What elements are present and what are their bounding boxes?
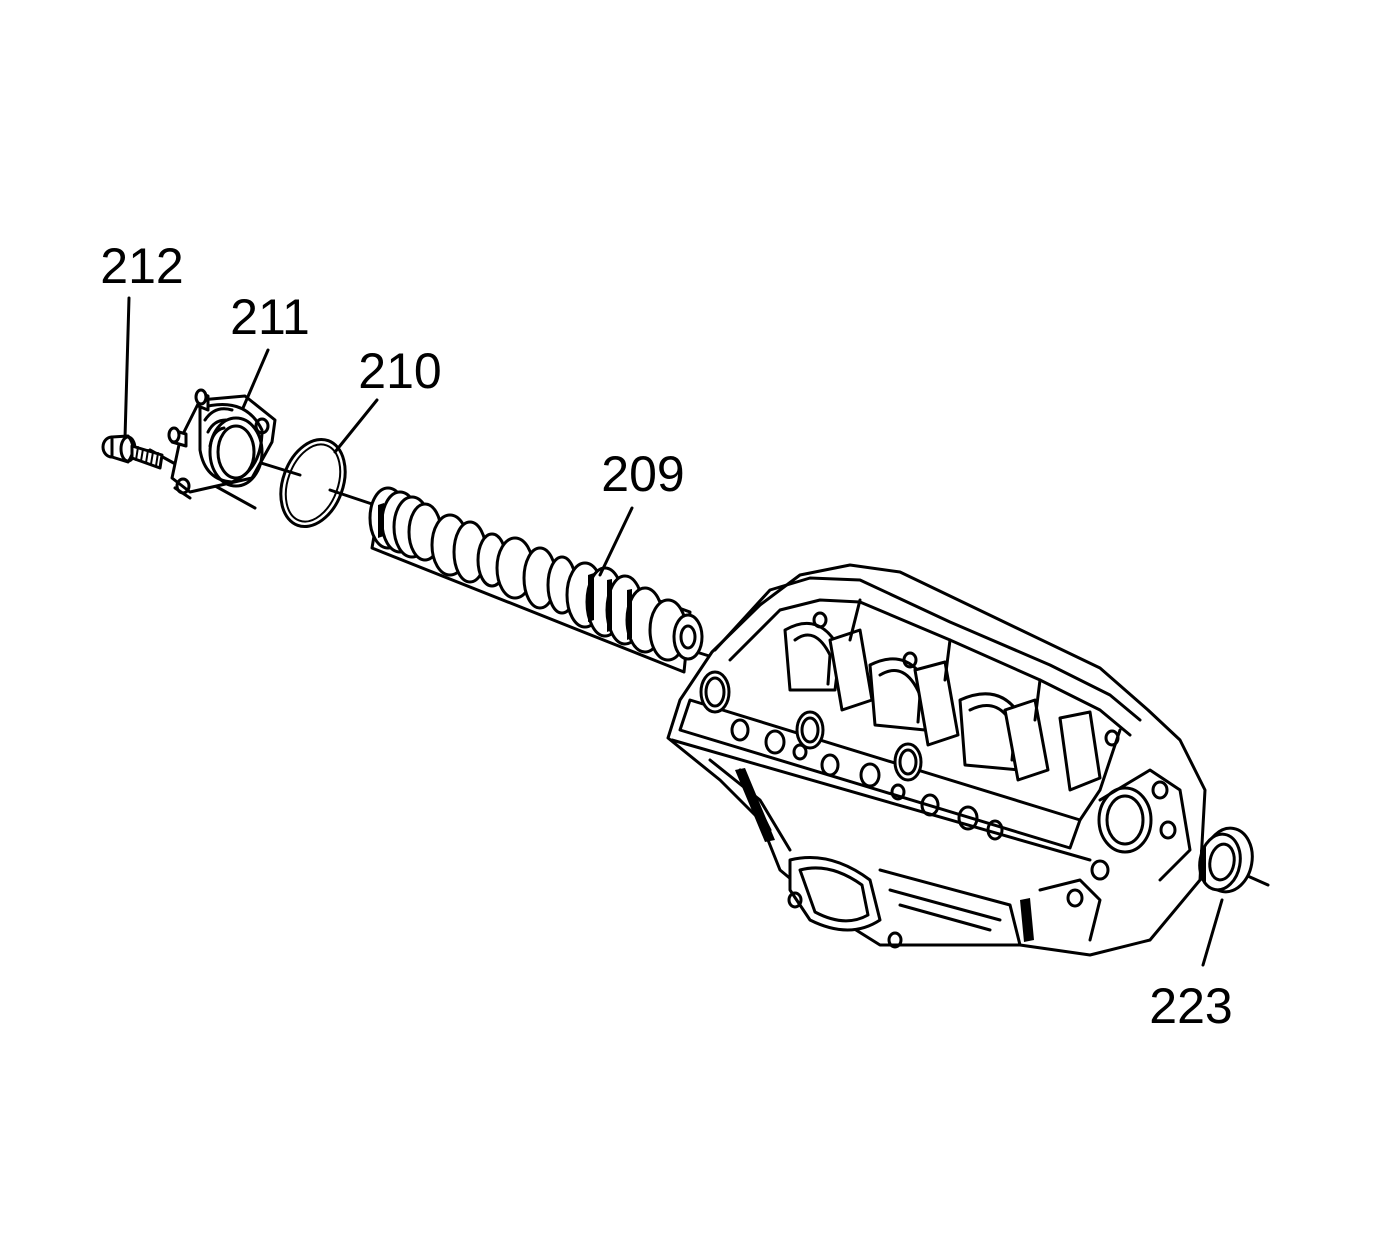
bolt-212 bbox=[101, 434, 164, 470]
callout-223: 223 bbox=[1149, 978, 1232, 1034]
callout-212: 212 bbox=[100, 238, 183, 294]
callout-209: 209 bbox=[601, 446, 684, 502]
callout-211: 211 bbox=[230, 289, 310, 345]
thrust-plate-211 bbox=[167, 388, 277, 500]
camshaft-209 bbox=[368, 486, 704, 674]
cylinder-head-block bbox=[666, 563, 1207, 957]
callout-210: 210 bbox=[358, 343, 441, 399]
rear-seal-223 bbox=[1198, 826, 1254, 894]
leader-lines bbox=[123, 296, 1224, 967]
o-ring-210 bbox=[279, 437, 347, 529]
callout-labels: 212 211 210 209 223 bbox=[100, 238, 1232, 1034]
